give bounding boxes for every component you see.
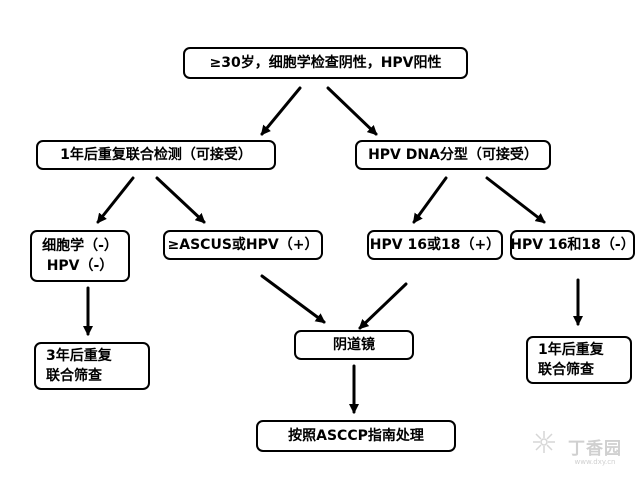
arrow-cotest-to-ascus: [155, 176, 206, 224]
arrow-genotype-to-pos: [412, 176, 448, 224]
arrow-root-to-cotest: [260, 86, 302, 136]
genotype-node-label: HPV DNA分型（可接受）: [368, 147, 538, 163]
hpv1618-negative-node: HPV 16和18（-）: [510, 230, 635, 260]
colposcopy-node-label: 阴道镜: [333, 337, 375, 353]
watermark: 丁香园 www.dxy.cn: [568, 434, 622, 466]
repeat1-line1: 1年后重复: [538, 342, 604, 358]
root-node-label: ≥30岁，细胞学检查阴性，HPV阳性: [209, 55, 442, 71]
asccp-node-label: 按照ASCCP指南处理: [288, 428, 424, 444]
repeat3-node: 3年后重复 联合筛查: [34, 342, 150, 390]
repeat1-line2: 联合筛查: [538, 362, 594, 378]
arrow-cotest-to-negative: [96, 176, 135, 224]
colposcopy-node: 阴道镜: [294, 330, 414, 360]
ascus-node-label: ≥ASCUS或HPV（+）: [167, 237, 319, 253]
watermark-url: www.dxy.cn: [574, 458, 616, 466]
genotype-node: HPV DNA分型（可接受）: [355, 140, 551, 170]
flower-icon: [533, 431, 555, 453]
repeat1-node: 1年后重复 联合筛查: [526, 336, 632, 384]
hpv1618-positive-node: HPV 16或18（+）: [367, 230, 503, 260]
repeat3-line1: 3年后重复: [46, 348, 112, 364]
root-node: ≥30岁，细胞学检查阴性，HPV阳性: [183, 47, 468, 79]
arrow-ascus-to-colposcopy: [260, 274, 326, 324]
cotest-node-label: 1年后重复联合检测（可接受）: [60, 147, 252, 163]
hpv1618-positive-label: HPV 16或18（+）: [369, 237, 501, 253]
cotest-node: 1年后重复联合检测（可接受）: [36, 140, 276, 170]
asccp-node: 按照ASCCP指南处理: [256, 420, 456, 452]
arrow-root-to-genotype: [326, 86, 378, 136]
negative-result-node: 细胞学（-） HPV（-）: [30, 230, 130, 282]
ascus-node: ≥ASCUS或HPV（+）: [163, 230, 323, 260]
arrow-genotype-to-neg: [485, 176, 546, 224]
arrow-pos-to-colposcopy: [358, 282, 408, 330]
repeat3-line2: 联合筛查: [46, 368, 102, 384]
hpv1618-negative-label: HPV 16和18（-）: [510, 237, 635, 253]
negative-result-line2: HPV（-）: [46, 258, 114, 274]
watermark-brand: 丁香园: [568, 439, 622, 459]
negative-result-line1: 细胞学（-）: [42, 238, 118, 254]
